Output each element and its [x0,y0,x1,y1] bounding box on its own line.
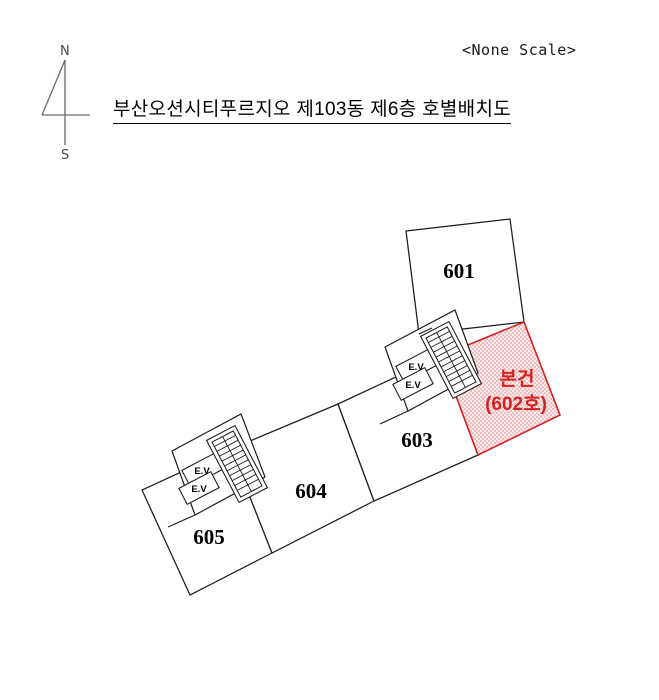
corridor-lines [167,327,433,528]
elevator-core-lower[interactable] [171,413,269,516]
compass-north-label: N [60,44,70,59]
subject-label-line2: (602호) [485,393,547,415]
ev-label-lower-1: E.V [194,466,210,477]
compass-south-label: S [61,148,70,163]
unit-label-604: 604 [295,479,327,503]
ev-label-upper-2: E.V [405,380,421,391]
stairwell-upper [419,320,483,400]
unit-label-603: 603 [401,428,433,452]
page-title: 부산오션시티푸르지오 제103동 제6층 호별배치도 [113,94,512,124]
unit-label-601: 601 [443,259,475,283]
elevator-core-upper[interactable] [384,309,483,412]
ev-label-upper-1: E.V [408,362,424,373]
scale-note: <None Scale> [462,41,577,59]
subject-label-line1: 본건 [500,368,535,390]
stairwell-lower [205,424,269,504]
ev-label-lower-2: E.V [191,484,207,495]
unit-label-605: 605 [193,525,225,549]
north-arrow-icon [41,59,90,145]
